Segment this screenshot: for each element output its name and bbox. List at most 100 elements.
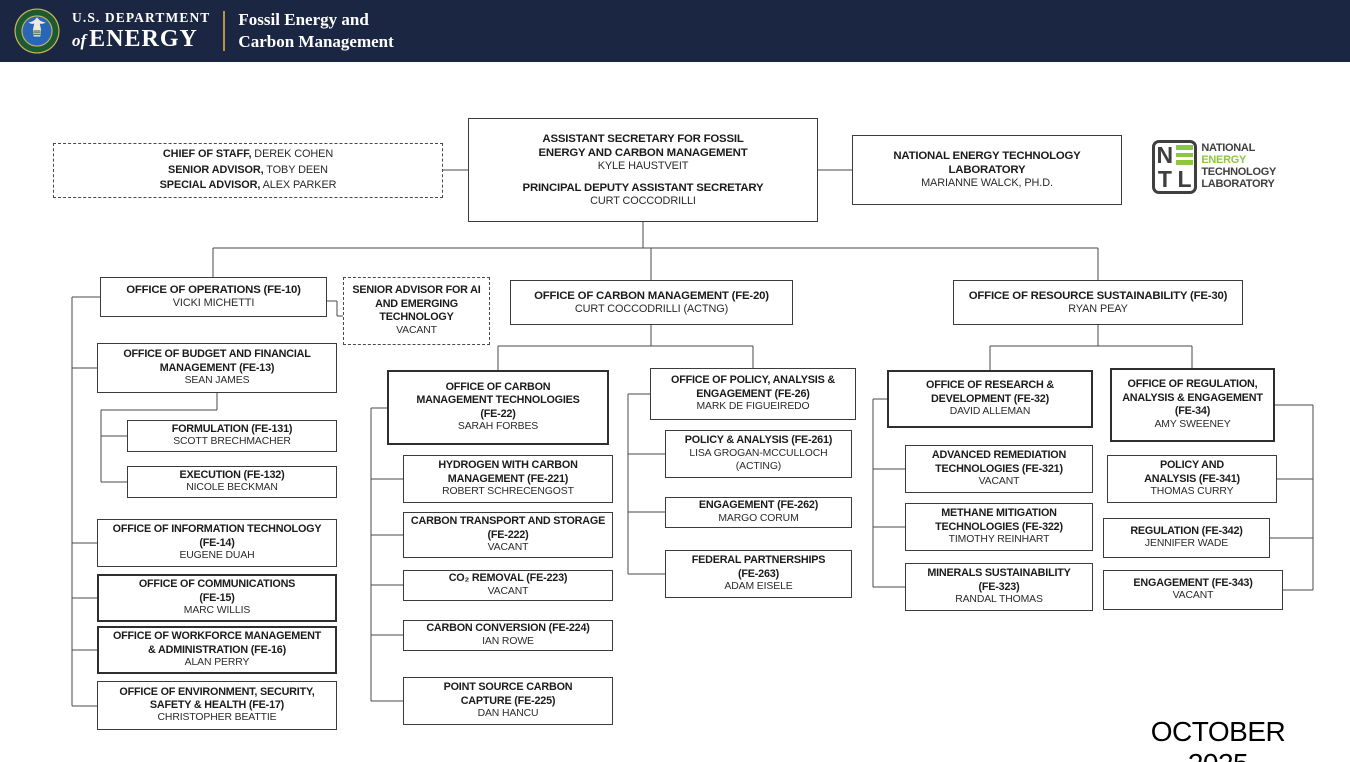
org-box-fe34: OFFICE OF REGULATION, ANALYSIS & ENGAGEM… (1110, 368, 1275, 442)
office-title: OFFICE OF OPERATIONS (FE-10) (126, 284, 301, 297)
office-title: CARBON TRANSPORT AND STORAGE (FE-222) (410, 515, 606, 541)
advisor-role: SENIOR ADVISOR, (168, 163, 264, 176)
org-box-fe221: HYDROGEN WITH CARBON MANAGEMENT (FE-221)… (403, 455, 613, 503)
org-box-fe20: OFFICE OF CARBON MANAGEMENT (FE-20) CURT… (510, 280, 793, 325)
org-box-ai-advisor: SENIOR ADVISOR FOR AI AND EMERGING TECHN… (343, 277, 490, 345)
advisor-role: SPECIAL ADVISOR, (159, 179, 261, 192)
office-holder: IAN ROWE (482, 635, 534, 647)
office-holder: RYAN PEAY (1068, 302, 1128, 315)
office-title: NATIONAL ENERGY TECHNOLOGY LABORATORY (893, 150, 1081, 177)
netl-letter-n: N (1156, 141, 1174, 168)
org-box-fe321: ADVANCED REMEDIATION TECHNOLOGIES (FE-32… (905, 445, 1093, 493)
org-box-fe323: MINERALS SUSTAINABILITY (FE-323) RANDAL … (905, 563, 1093, 611)
office-holder: CURT COCCODRILLI (590, 194, 696, 207)
org-box-fe263: FEDERAL PARTNERSHIPS (FE-263) ADAM EISEL… (665, 550, 852, 598)
office-title: OFFICE OF REGULATION, ANALYSIS & ENGAGEM… (1122, 378, 1263, 418)
office-holder: CHRISTOPHER BEATTIE (157, 712, 277, 724)
org-box-fe14: OFFICE OF INFORMATION TECHNOLOGY (FE-14)… (97, 519, 337, 567)
org-box-fe342: REGULATION (FE-342) JENNIFER WADE (1103, 518, 1270, 558)
org-box-fe26: OFFICE OF POLICY, ANALYSIS & ENGAGEMENT … (650, 368, 856, 420)
office-title: ADVANCED REMEDIATION TECHNOLOGIES (FE-32… (931, 449, 1067, 475)
netl-letter-l: L (1177, 165, 1192, 192)
advisor-row: SENIOR ADVISOR, TOBY DEEN (168, 163, 328, 179)
office-holder: VACANT (487, 541, 529, 553)
office-holder: THOMAS CURRY (1150, 485, 1234, 497)
office-holder: AMY SWEENEY (1154, 418, 1231, 430)
org-box-fe15: OFFICE OF COMMUNICATIONS (FE-15) MARC WI… (97, 574, 337, 622)
netl-word-laboratory: LABORATORY (1201, 177, 1275, 190)
advisor-row: CHIEF OF STAFF, DEREK COHEN (163, 147, 333, 163)
netl-word-energy: ENERGY (1201, 154, 1247, 167)
office-title: ENGAGEMENT (FE-343) (1133, 576, 1253, 589)
org-box-fe10: OFFICE OF OPERATIONS (FE-10) VICKI MICHE… (100, 277, 327, 317)
netl-letter-t: T (1157, 165, 1172, 192)
org-box-fe222: CARBON TRANSPORT AND STORAGE (FE-222) VA… (403, 512, 613, 558)
office-title: EXECUTION (FE-132) (179, 468, 285, 481)
office-title: REGULATION (FE-342) (1130, 524, 1243, 537)
org-box-fe261: POLICY & ANALYSIS (FE-261) LISA GROGAN-M… (665, 430, 852, 478)
energy-word: ENERGY (89, 25, 198, 52)
org-box-netl: NATIONAL ENERGY TECHNOLOGY LABORATORY MA… (852, 135, 1122, 205)
org-box-fe16: OFFICE OF WORKFORCE MANAGEMENT & ADMINIS… (97, 626, 337, 674)
program-line2: Carbon Management (238, 32, 394, 51)
netl-e-bars-icon (1176, 145, 1194, 165)
office-holder: VACANT (978, 475, 1020, 487)
office-title: POLICY & ANALYSIS (FE-261) (684, 434, 833, 447)
office-holder: MARIANNE WALCK, PH.D. (921, 177, 1053, 190)
chart-date: OCTOBER 2025 (1150, 716, 1286, 762)
office-title: ENGAGEMENT (FE-262) (698, 499, 819, 512)
advisor-name: ALEX PARKER (260, 179, 337, 192)
office-holder: TIMOTHY REINHART (948, 533, 1050, 545)
office-title: MINERALS SUSTAINABILITY (FE-323) (927, 567, 1071, 593)
office-title: METHANE MITIGATION TECHNOLOGIES (FE-322) (935, 507, 1063, 533)
org-box-fe343: ENGAGEMENT (FE-343) VACANT (1103, 570, 1283, 610)
office-holder: NICOLE BECKMAN (186, 482, 278, 494)
advisor-name: TOBY DEEN (263, 163, 328, 176)
netl-word-technology: TECHNOLOGY (1201, 166, 1276, 178)
advisor-name: DEREK COHEN (251, 147, 334, 160)
office-holder: ALAN PERRY (184, 656, 250, 668)
netl-monogram-icon: N T L (1152, 140, 1198, 194)
org-box-fe131: FORMULATION (FE-131) SCOTT BRECHMACHER (127, 420, 337, 452)
org-box-fe224: CARBON CONVERSION (FE-224) IAN ROWE (403, 620, 613, 651)
office-title: OFFICE OF BUDGET AND FINANCIAL MANAGEMEN… (123, 348, 311, 374)
office-holder: MARC WILLIS (183, 604, 251, 616)
office-holder: VACANT (396, 324, 437, 336)
office-holder: JENNIFER WADE (1144, 538, 1229, 550)
office-holder: MARK DE FIGUEIREDO (696, 400, 810, 412)
office-holder: MARGO CORUM (718, 512, 799, 524)
office-title: POINT SOURCE CARBON CAPTURE (FE-225) (443, 681, 573, 707)
netl-wordmark: NATIONAL ENERGY TECHNOLOGY LABORATORY (1201, 142, 1276, 191)
office-title: FEDERAL PARTNERSHIPS (FE-263) (691, 554, 826, 580)
org-box-fe132: EXECUTION (FE-132) NICOLE BECKMAN (127, 466, 337, 498)
org-box-fe17: OFFICE OF ENVIRONMENT, SECURITY, SAFETY … (97, 681, 337, 730)
office-holder: VICKI MICHETTI (172, 297, 255, 310)
doe-seal-icon (14, 8, 60, 54)
advisor-role: CHIEF OF STAFF, (162, 147, 252, 160)
office-title: ASSISTANT SECRETARY FOR FOSSIL ENERGY AN… (538, 132, 748, 159)
office-title: OFFICE OF RESOURCE SUSTAINABILITY (FE-30… (968, 289, 1228, 302)
office-title: FORMULATION (FE-131) (171, 422, 293, 435)
org-box-fe223: CO₂ REMOVAL (FE-223) VACANT (403, 570, 613, 601)
office-title: SENIOR ADVISOR FOR AI AND EMERGING TECHN… (352, 284, 481, 324)
org-box-fe13: OFFICE OF BUDGET AND FINANCIAL MANAGEMEN… (97, 343, 337, 393)
org-box-fe32: OFFICE OF RESEARCH & DEVELOPMENT (FE-32)… (887, 370, 1093, 428)
office-title: OFFICE OF POLICY, ANALYSIS & ENGAGEMENT … (671, 374, 835, 400)
advisor-row: SPECIAL ADVISOR, ALEX PARKER (160, 178, 337, 194)
office-title: OFFICE OF INFORMATION TECHNOLOGY (FE-14) (112, 523, 322, 549)
org-box-fe262: ENGAGEMENT (FE-262) MARGO CORUM (665, 497, 852, 528)
office-title: PRINCIPAL DEPUTY ASSISTANT SECRETARY (522, 181, 764, 194)
office-title: HYDROGEN WITH CARBON MANAGEMENT (FE-221) (438, 459, 578, 485)
org-box-staff-advisors: CHIEF OF STAFF, DEREK COHEN SENIOR ADVIS… (53, 143, 443, 198)
office-holder: VACANT (1172, 590, 1214, 602)
org-box-fe341: POLICY AND ANALYSIS (FE-341) THOMAS CURR… (1107, 455, 1277, 503)
office-title: OFFICE OF COMMUNICATIONS (FE-15) (138, 578, 296, 604)
program-title: Fossil Energy and Carbon Management (238, 9, 393, 53)
office-title: OFFICE OF WORKFORCE MANAGEMENT & ADMINIS… (112, 630, 322, 656)
office-holder: ADAM EISELE (724, 580, 793, 592)
org-box-assistant-secretary: ASSISTANT SECRETARY FOR FOSSIL ENERGY AN… (468, 118, 818, 222)
program-line1: Fossil Energy and (238, 9, 369, 29)
